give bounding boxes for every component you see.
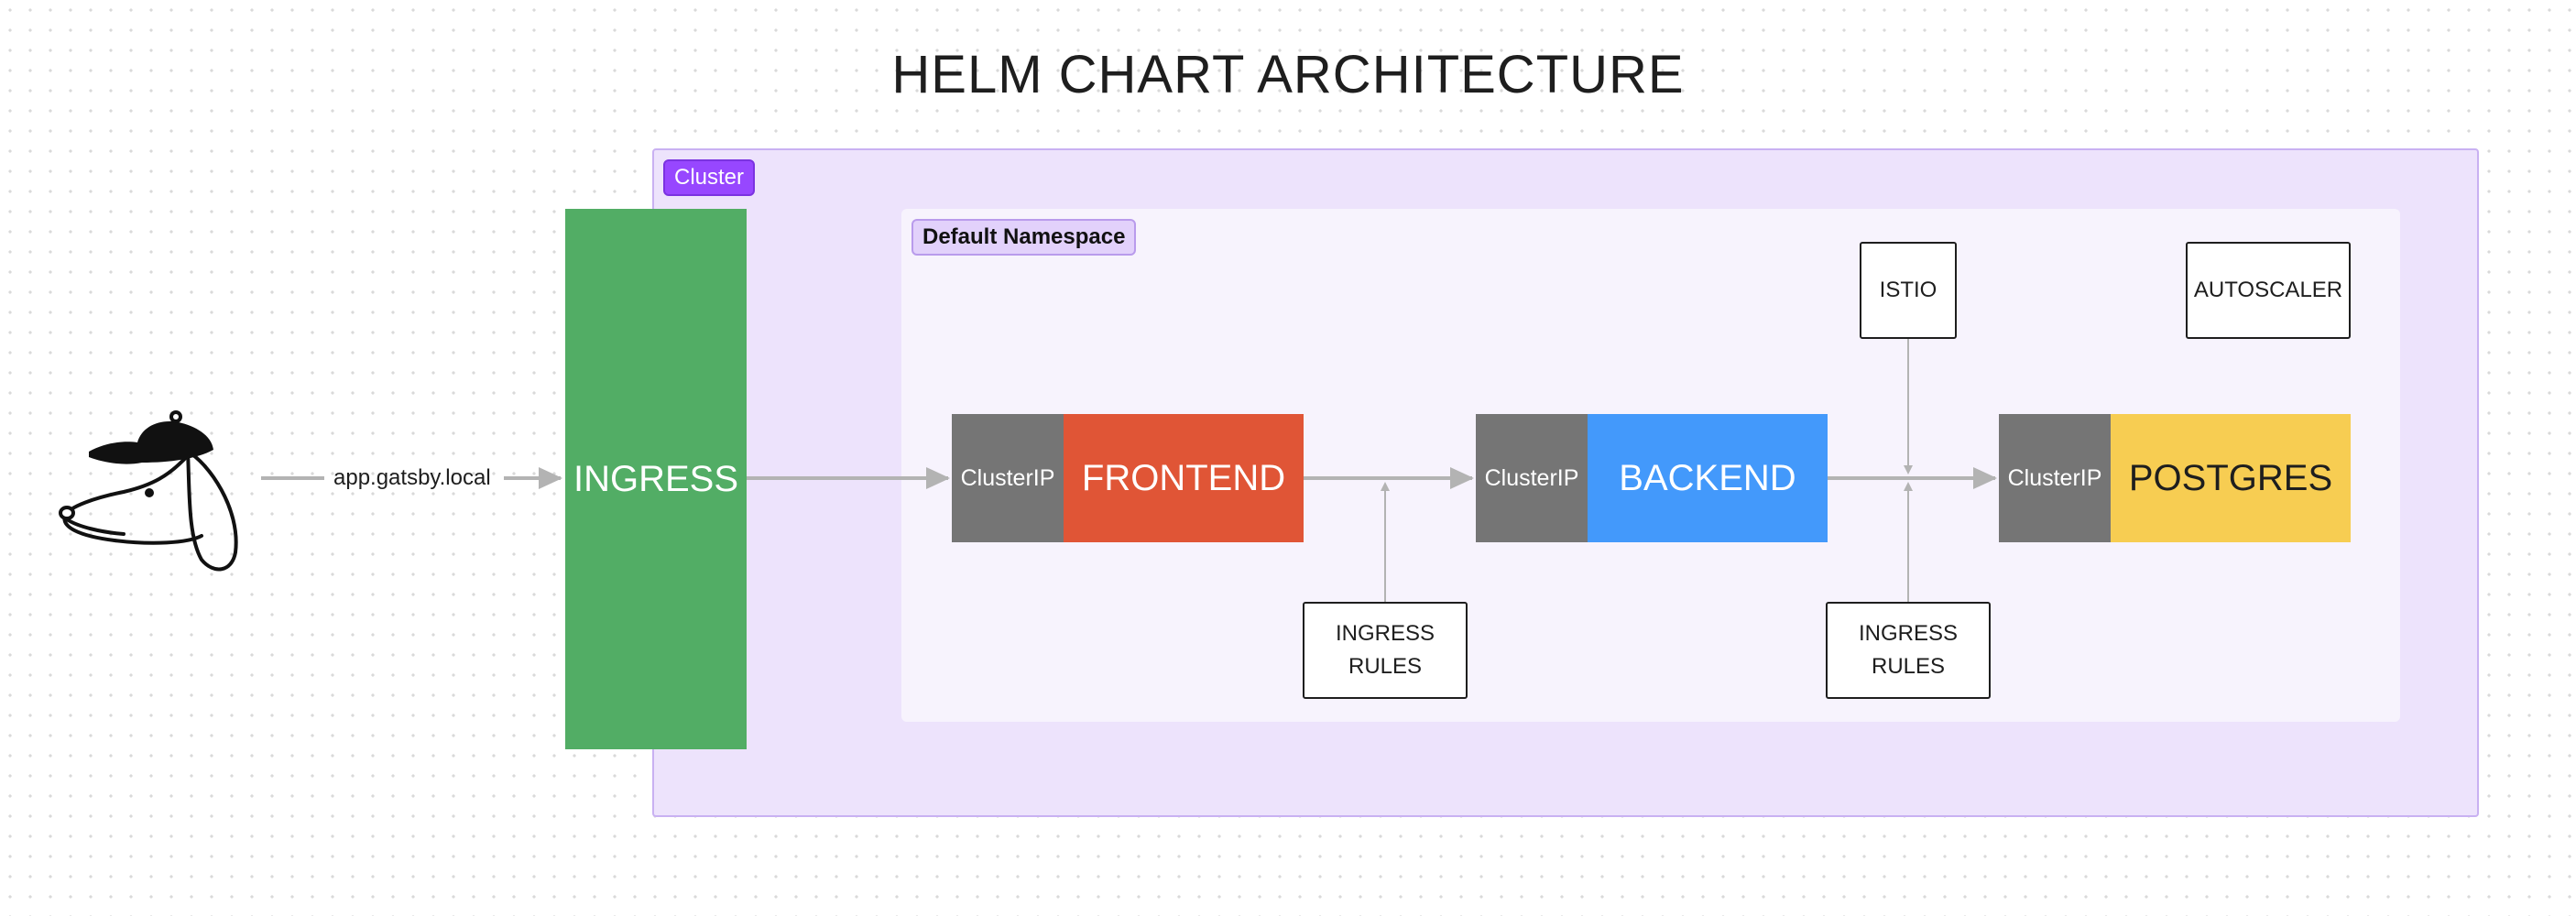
backend-service: BACKEND <box>1588 414 1828 542</box>
postgres-clusterip: ClusterIP <box>1999 414 2111 542</box>
frontend-service: FRONTEND <box>1064 414 1304 542</box>
client-url-label: app.gatsby.local <box>333 465 491 490</box>
backend-clusterip: ClusterIP <box>1476 414 1588 542</box>
ingress-rules-line1: INGRESS <box>1335 621 1435 646</box>
namespace-tag: Default Namespace <box>911 219 1137 256</box>
ingress-rules-line1: INGRESS <box>1858 621 1959 646</box>
diagram-title: HELM CHART ARCHITECTURE <box>891 45 1685 104</box>
cluster-tag: Cluster <box>663 159 756 196</box>
ingress-block: INGRESS <box>565 209 747 749</box>
postgres-service: POSTGRES <box>2111 414 2351 542</box>
ingress-rules-box-frontend: INGRESS RULES <box>1303 602 1468 699</box>
ingress-rules-line2: RULES <box>1871 654 1946 679</box>
istio-box: ISTIO <box>1860 242 1957 339</box>
dog-with-cap-icon <box>59 410 238 572</box>
ingress-rules-box-backend: INGRESS RULES <box>1826 602 1991 699</box>
autoscaler-box: AUTOSCALER <box>2186 242 2351 339</box>
ingress-rules-line2: RULES <box>1348 654 1423 679</box>
frontend-clusterip: ClusterIP <box>952 414 1064 542</box>
